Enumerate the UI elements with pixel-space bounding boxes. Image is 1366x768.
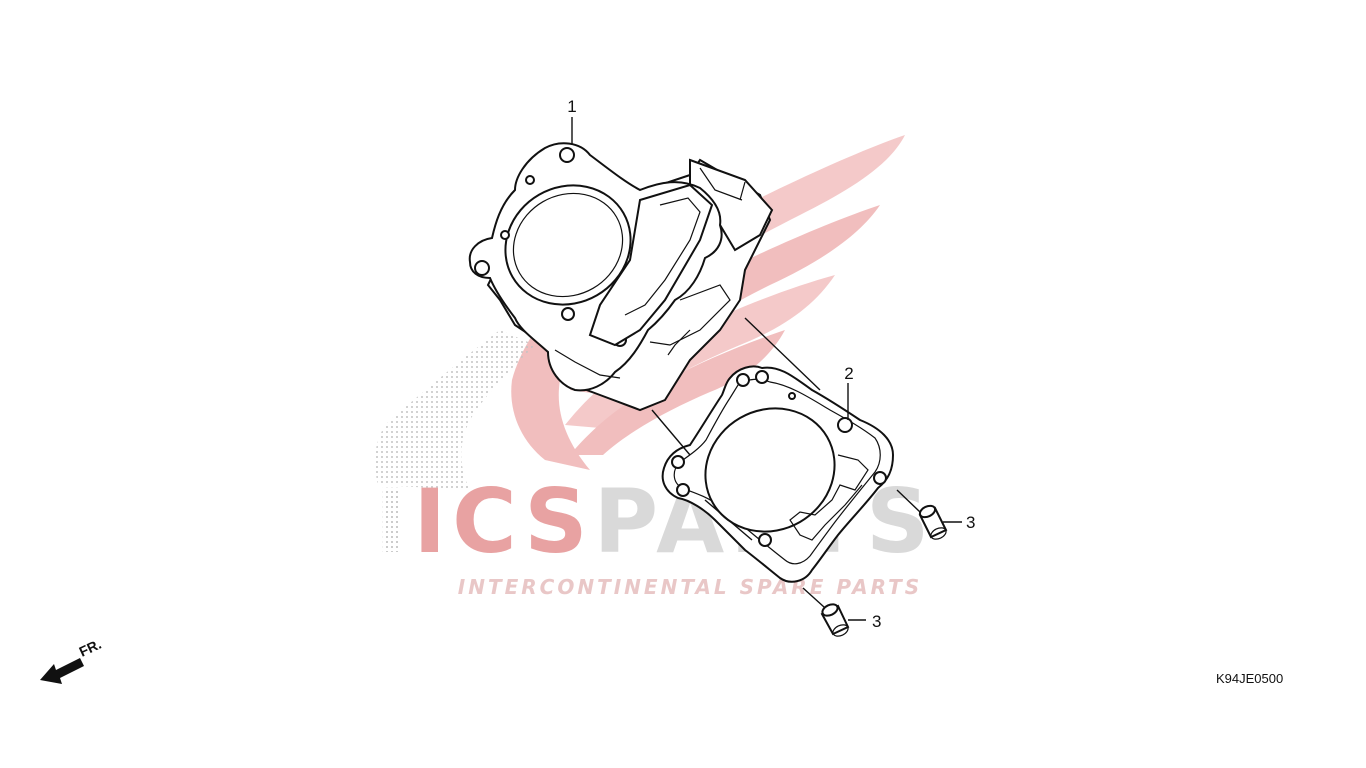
dowel-pin-lower (820, 603, 850, 637)
cylinder-part (468, 142, 774, 412)
callout-2: 2 (844, 364, 853, 383)
dowel-pin-upper (918, 504, 948, 540)
front-label: FR. (77, 636, 104, 660)
front-arrow-icon (40, 658, 84, 684)
watermark-brand-accent: ICS (413, 470, 593, 573)
callout-3-lower: 3 (872, 612, 881, 631)
callout-1: 1 (567, 97, 576, 116)
leader-lines (571, 117, 962, 621)
diagram-code: K94JE0500 (1216, 671, 1283, 686)
watermark-tagline: INTERCONTINENTAL SPARE PARTS (458, 575, 922, 599)
callout-3-upper: 3 (966, 513, 975, 532)
gasket-part (661, 365, 895, 583)
front-direction-indicator: FR. (40, 636, 104, 684)
